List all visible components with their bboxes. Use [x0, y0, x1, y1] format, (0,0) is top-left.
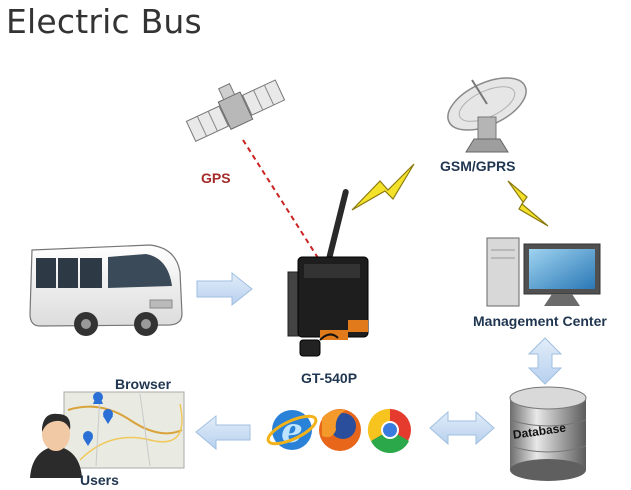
- gsm-gprs-label: GSM/GPRS: [440, 158, 516, 174]
- satellite-dish-icon: [447, 77, 527, 153]
- arrow-browsers-to-users: [195, 414, 251, 451]
- arrow-database-browsers: [429, 410, 495, 446]
- user-avatar-icon: [30, 413, 82, 478]
- electric-bus-icon: [29, 244, 183, 336]
- gps-satellite-icon: [185, 79, 286, 143]
- browser-map-icon: [63, 391, 185, 469]
- users-label: Users: [80, 472, 119, 488]
- arrow-management-database: [527, 337, 563, 385]
- lightning-bolt-left-icon: [351, 163, 415, 211]
- gt540p-device-icon: [287, 189, 369, 357]
- page-title: Electric Bus: [6, 2, 202, 41]
- firefox-icon: [319, 409, 361, 451]
- gps-label: GPS: [201, 170, 231, 186]
- arrow-bus-to-device: [196, 271, 253, 307]
- internet-explorer-icon: e: [266, 410, 318, 451]
- management-center-label: Management Center: [473, 313, 607, 329]
- gps-link-line: [242, 139, 319, 259]
- browser-label: Browser: [115, 376, 172, 392]
- management-computer-icon: [486, 237, 601, 307]
- chrome-icon: [367, 408, 411, 454]
- database-icon: [509, 386, 587, 481]
- lightning-bolt-right-icon: [507, 180, 549, 227]
- device-label: GT-540P: [301, 370, 358, 386]
